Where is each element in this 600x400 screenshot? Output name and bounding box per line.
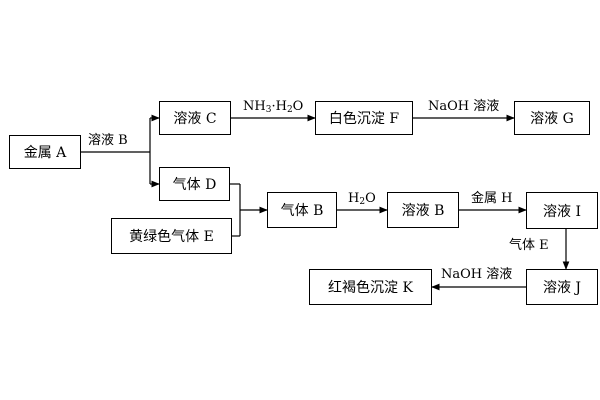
node-yellow-green-gas-e: 黄绿色气体 E: [111, 218, 232, 254]
edge-label-i-to-j: 气体 E: [509, 238, 549, 253]
node-white-precipitate-f-label: 白色沉淀 F: [328, 111, 400, 127]
edge-label-h: H: [348, 191, 360, 206]
node-solution-b-label: 溶液 B: [401, 203, 445, 219]
edge-label-c-to-f-dot: ·H: [271, 99, 287, 114]
edge-label-c-to-f-nh: NH: [243, 99, 266, 114]
node-gas-b: 气体 B: [267, 192, 337, 228]
node-yellow-green-gas-e-label: 黄绿色气体 E: [129, 229, 214, 245]
node-solution-i: 溶液 I: [526, 192, 598, 229]
node-solution-c: 溶液 C: [159, 101, 231, 135]
edge-label-gasb-to-solb: H2O: [348, 191, 376, 210]
node-gas-d-label: 气体 D: [172, 177, 217, 193]
edge-label-o: O: [365, 191, 376, 206]
node-solution-b: 溶液 B: [387, 192, 459, 228]
node-solution-j: 溶液 J: [526, 269, 598, 305]
edge-label-j-to-k: NaOH 溶液: [441, 267, 513, 282]
node-solution-c-label: 溶液 C: [173, 111, 217, 127]
node-white-precipitate-f: 白色沉淀 F: [315, 101, 413, 135]
edge-label-f-to-g: NaOH 溶液: [428, 99, 500, 114]
node-gas-b-label: 气体 B: [280, 203, 324, 219]
edge-label-sub2: 2: [359, 197, 366, 207]
edge-label-c-to-f-o: O: [292, 99, 304, 114]
node-solution-g: 溶液 G: [514, 101, 590, 135]
node-solution-j-label: 溶液 J: [542, 280, 582, 296]
node-gas-d: 气体 D: [159, 167, 230, 201]
edge-label-c-to-f: NH3·H2O: [243, 99, 303, 118]
edge-label-c-to-f-sub2: 2: [286, 105, 293, 115]
node-solution-i-label: 溶液 I: [543, 203, 581, 220]
edge-label-a-reagent: 溶液 B: [88, 133, 128, 148]
node-metal-a: 金属 A: [9, 135, 81, 169]
node-solution-g-label: 溶液 G: [530, 111, 574, 127]
node-red-brown-precipitate-k-label: 红褐色沉淀 K: [328, 280, 413, 296]
edge-label-c-to-f-sub3: 3: [265, 105, 272, 115]
node-red-brown-precipitate-k: 红褐色沉淀 K: [309, 269, 432, 305]
node-metal-a-label: 金属 A: [23, 145, 67, 161]
edge-label-solb-to-i: 金属 H: [471, 191, 513, 206]
